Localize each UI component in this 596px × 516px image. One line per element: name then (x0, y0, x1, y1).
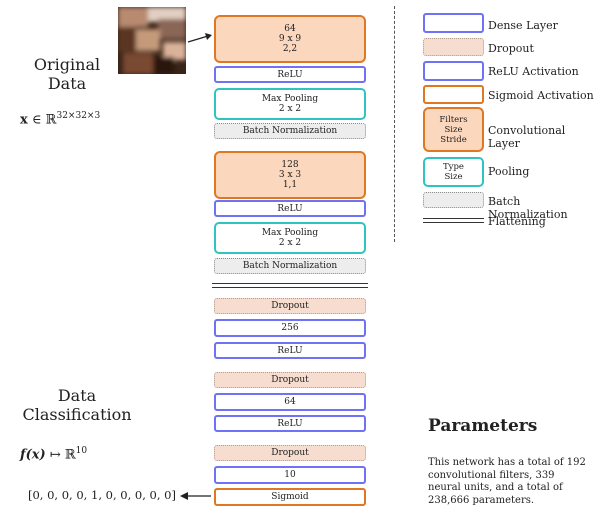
bn1-label: Batch Normalization (242, 126, 338, 136)
arrow-right-icon (187, 33, 212, 43)
legend-label-relu: ReLU Activation (488, 65, 579, 78)
legend-label-bn: Batch Normalization (488, 195, 568, 221)
pool-layer-1: Max Pooling 2 x 2 (214, 88, 366, 120)
legend-swatch-flat-bottom (423, 222, 484, 223)
batch-norm-layer-1: Batch Normalization (214, 123, 366, 139)
pool1-type: Max Pooling (261, 94, 319, 104)
legend-label-sigmoid: Sigmoid Activation (488, 89, 594, 102)
output-formula-set: ↦ ℝ (45, 447, 76, 463)
sigmoid-layer: Sigmoid (214, 488, 366, 506)
dense-layer-2: 64 (214, 393, 366, 411)
conv-layer-1: 64 9 x 9 2,2 (214, 15, 366, 63)
pool-layer-2: Max Pooling 2 x 2 (214, 222, 366, 254)
legend-label-dense: Dense Layer (488, 19, 558, 32)
conv1-stride: 2,2 (282, 44, 298, 54)
input-formula-dims: 32×32×3 (56, 111, 101, 121)
legend-conv-stride: Stride (440, 134, 467, 145)
input-formula-set: ∈ ℝ (27, 112, 57, 128)
relu-layer-1: ReLU (214, 66, 366, 83)
legend-label-conv: Convolutional Layer (488, 124, 566, 150)
legend-divider (394, 6, 395, 242)
pool2-size: 2 x 2 (278, 238, 302, 248)
relu-layer-4: ReLU (214, 415, 366, 432)
legend-swatch-relu (423, 61, 484, 81)
arrow-left-icon (180, 492, 211, 500)
legend-conv-filters: Filters (439, 114, 468, 125)
sigmoid-label: Sigmoid (271, 492, 309, 502)
legend-pool-type: Type (443, 162, 464, 172)
conv2-stride: 1,1 (282, 180, 298, 190)
batch-norm-layer-2: Batch Normalization (214, 258, 366, 274)
output-title: Data Classification (2, 386, 152, 424)
dense1-units: 256 (281, 323, 299, 333)
dense-layer-1: 256 (214, 319, 366, 337)
relu-layer-2: ReLU (214, 200, 366, 217)
dropout-layer-2: Dropout (214, 372, 366, 388)
relu2-label: ReLU (277, 203, 303, 214)
legend-label-pool: Pooling (488, 165, 530, 178)
input-image (118, 7, 186, 74)
legend-swatch-flat-top (423, 218, 484, 219)
input-title: Original Data (22, 55, 112, 93)
relu-layer-3: ReLU (214, 342, 366, 359)
dense3-units: 10 (284, 470, 296, 480)
legend-swatch-sigmoid (423, 85, 484, 104)
relu3-label: ReLU (277, 345, 303, 356)
flatten-line-top (212, 283, 368, 284)
legend-swatch-dense (423, 13, 484, 33)
pool1-size: 2 x 2 (278, 104, 302, 114)
legend-swatch-conv: Filters Size Stride (423, 107, 484, 152)
relu1-label: ReLU (277, 69, 303, 80)
input-title-line2: Data (47, 74, 87, 93)
parameters-text: This network has a total of 192 convolut… (428, 457, 586, 506)
conv1-size: 9 x 9 (278, 34, 302, 44)
bn2-label: Batch Normalization (242, 261, 338, 271)
dropout2-label: Dropout (271, 375, 309, 385)
conv-layer-2: 128 3 x 3 1,1 (214, 151, 366, 199)
parameters-title: Parameters (428, 416, 538, 436)
output-formula-func: f(x) (20, 447, 46, 463)
input-formula: x ∈ ℝ32×32×3 (20, 111, 150, 127)
output-formula: f(x) ↦ ℝ10 (20, 446, 150, 462)
output-formula-dims: 10 (75, 446, 88, 456)
legend-swatch-pool: Type Size (423, 157, 484, 187)
conv2-filters: 128 (281, 160, 299, 170)
dropout-layer-1: Dropout (214, 298, 366, 314)
dropout1-label: Dropout (271, 301, 309, 311)
input-formula-x: x (20, 112, 28, 128)
output-title-line2: Classification (22, 405, 132, 424)
dropout-layer-3: Dropout (214, 445, 366, 461)
conv1-filters: 64 (284, 24, 296, 34)
legend-swatch-dropout (423, 38, 484, 56)
legend-label-flat: Flattening (488, 215, 546, 228)
dense2-units: 64 (284, 397, 296, 407)
dense-layer-3: 10 (214, 466, 366, 484)
dropout3-label: Dropout (271, 448, 309, 458)
conv2-size: 3 x 3 (278, 170, 302, 180)
legend-swatch-bn (423, 192, 484, 208)
legend-label-dropout: Dropout (488, 42, 534, 55)
flatten-line-bottom (212, 287, 368, 288)
output-title-line1: Data (57, 386, 97, 405)
legend-pool-size: Size (444, 172, 463, 182)
relu4-label: ReLU (277, 418, 303, 429)
legend-conv-size: Size (444, 124, 463, 135)
pool2-type: Max Pooling (261, 228, 319, 238)
input-title-line1: Original (33, 55, 101, 74)
output-vector: [0, 0, 0, 0, 1, 0, 0, 0, 0, 0] (28, 488, 176, 502)
